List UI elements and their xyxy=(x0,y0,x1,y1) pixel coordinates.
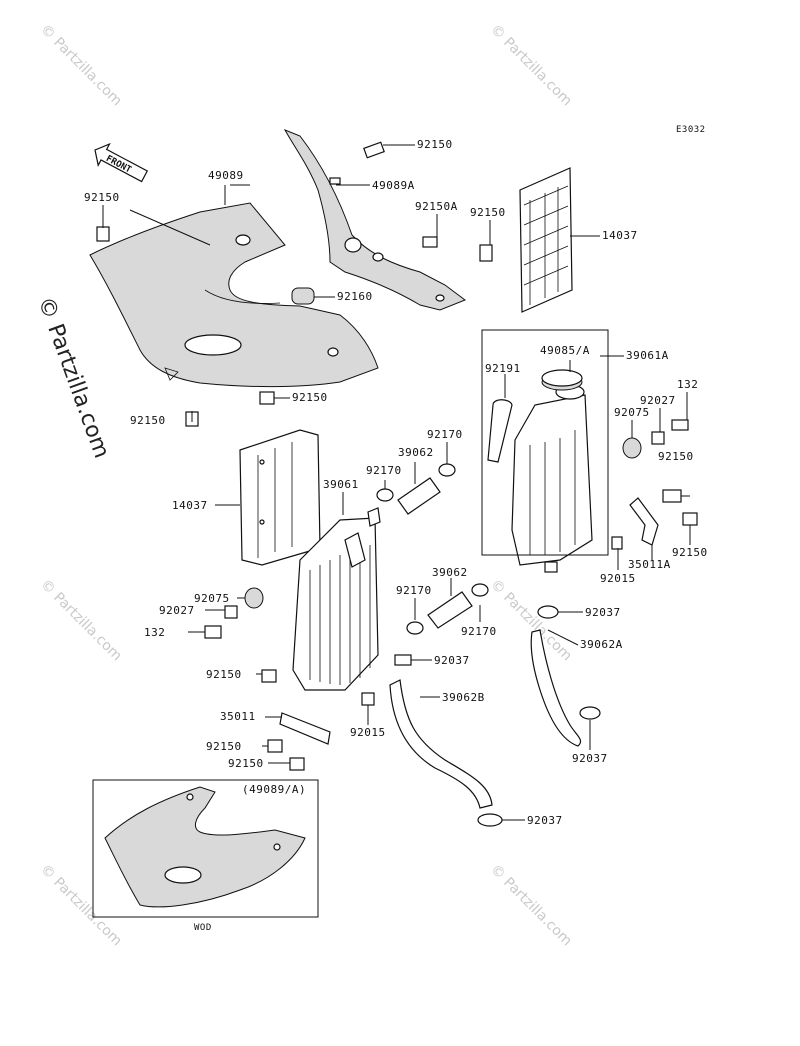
inset-panel: (49089/A) WOD xyxy=(92,779,319,933)
hose-92191 xyxy=(487,399,513,463)
part-label[interactable]: 92037 xyxy=(527,814,563,827)
part-label[interactable]: 39062 xyxy=(398,446,434,459)
bolts xyxy=(96,141,698,771)
part-label[interactable]: 92075 xyxy=(614,406,650,419)
radiator-left xyxy=(292,507,381,691)
part-label[interactable]: 35011 xyxy=(220,710,256,723)
watermark-text: © Partzilla.com xyxy=(37,22,125,110)
part-label[interactable]: 92150 xyxy=(228,757,264,770)
hose-39062a xyxy=(530,629,582,747)
part-label[interactable]: 92150 xyxy=(130,414,166,427)
part-label[interactable]: 92170 xyxy=(396,584,432,597)
part-label[interactable]: 92160 xyxy=(337,290,373,303)
watermark-text: © Partzilla.com xyxy=(487,862,575,950)
part-label[interactable]: 92037 xyxy=(434,654,470,667)
part-label[interactable]: 132 xyxy=(677,378,698,391)
watermark-text: © Partzilla.com xyxy=(37,577,125,665)
part-label[interactable]: 132 xyxy=(144,626,165,639)
radiator-cap-icon xyxy=(541,369,583,391)
front-arrow-icon: FRONT xyxy=(94,142,149,183)
part-label[interactable]: 92015 xyxy=(350,726,386,739)
radiator-shroud-right xyxy=(283,129,467,311)
part-label[interactable]: 92150 xyxy=(417,138,453,151)
radiator-grille-lower xyxy=(239,429,321,566)
part-label[interactable]: 49089A xyxy=(372,179,415,192)
part-label[interactable]: 92150 xyxy=(658,450,694,463)
grommets xyxy=(224,287,665,706)
part-label[interactable]: 92170 xyxy=(461,625,497,638)
part-labels: 92150 49089A 92150A 92150 14037 49089 92… xyxy=(84,138,708,827)
part-label[interactable]: 92150 xyxy=(672,546,708,559)
part-label[interactable]: 92150 xyxy=(292,391,328,404)
part-label[interactable]: 92150 xyxy=(470,206,506,219)
hose-39062-lower xyxy=(427,591,473,629)
part-label[interactable]: 92150 xyxy=(206,668,242,681)
radiator-grille-upper xyxy=(519,167,573,313)
part-label[interactable]: 92037 xyxy=(572,752,608,765)
hose-39062b xyxy=(389,679,493,809)
part-label[interactable]: 39062 xyxy=(432,566,468,579)
inset-caption: WOD xyxy=(194,923,212,933)
part-label[interactable]: 92027 xyxy=(159,604,195,617)
watermark-text: © Partzilla.com xyxy=(37,862,125,950)
part-label[interactable]: 39062A xyxy=(580,638,623,651)
part-label[interactable]: 39061A xyxy=(626,349,669,362)
part-label[interactable]: 92027 xyxy=(640,394,676,407)
part-label[interactable]: 39062B xyxy=(442,691,485,704)
part-label[interactable]: 92150 xyxy=(206,740,242,753)
part-label[interactable]: 92015 xyxy=(600,572,636,585)
watermark-text: © Partzilla.com xyxy=(487,22,575,110)
inset-title: (49089/A) xyxy=(242,783,306,796)
hose-39062-upper xyxy=(397,477,441,515)
radiator-right xyxy=(511,384,593,573)
part-label[interactable]: 92170 xyxy=(427,428,463,441)
part-label[interactable]: 39061 xyxy=(323,478,359,491)
clamps xyxy=(376,463,601,827)
leader-lines xyxy=(102,144,691,821)
part-label[interactable]: 92150A xyxy=(415,200,458,213)
watermark-side-text: © Partzilla.com xyxy=(32,294,114,462)
radiator-right-frame xyxy=(481,329,609,556)
part-label[interactable]: 92037 xyxy=(585,606,621,619)
part-label[interactable]: 49089 xyxy=(208,169,244,182)
part-label[interactable]: 14037 xyxy=(602,229,638,242)
part-label[interactable]: 49085/A xyxy=(540,344,590,357)
part-label[interactable]: 92170 xyxy=(366,464,402,477)
diagram-code: E3032 xyxy=(676,125,706,135)
radiator-shroud-left xyxy=(89,202,379,388)
part-label[interactable]: 92075 xyxy=(194,592,230,605)
part-label[interactable]: 92150 xyxy=(84,191,120,204)
hoses xyxy=(389,399,582,809)
brackets xyxy=(279,497,659,745)
part-label[interactable]: 14037 xyxy=(172,499,208,512)
part-label[interactable]: 35011A xyxy=(628,558,671,571)
part-label[interactable]: 92191 xyxy=(485,362,521,375)
